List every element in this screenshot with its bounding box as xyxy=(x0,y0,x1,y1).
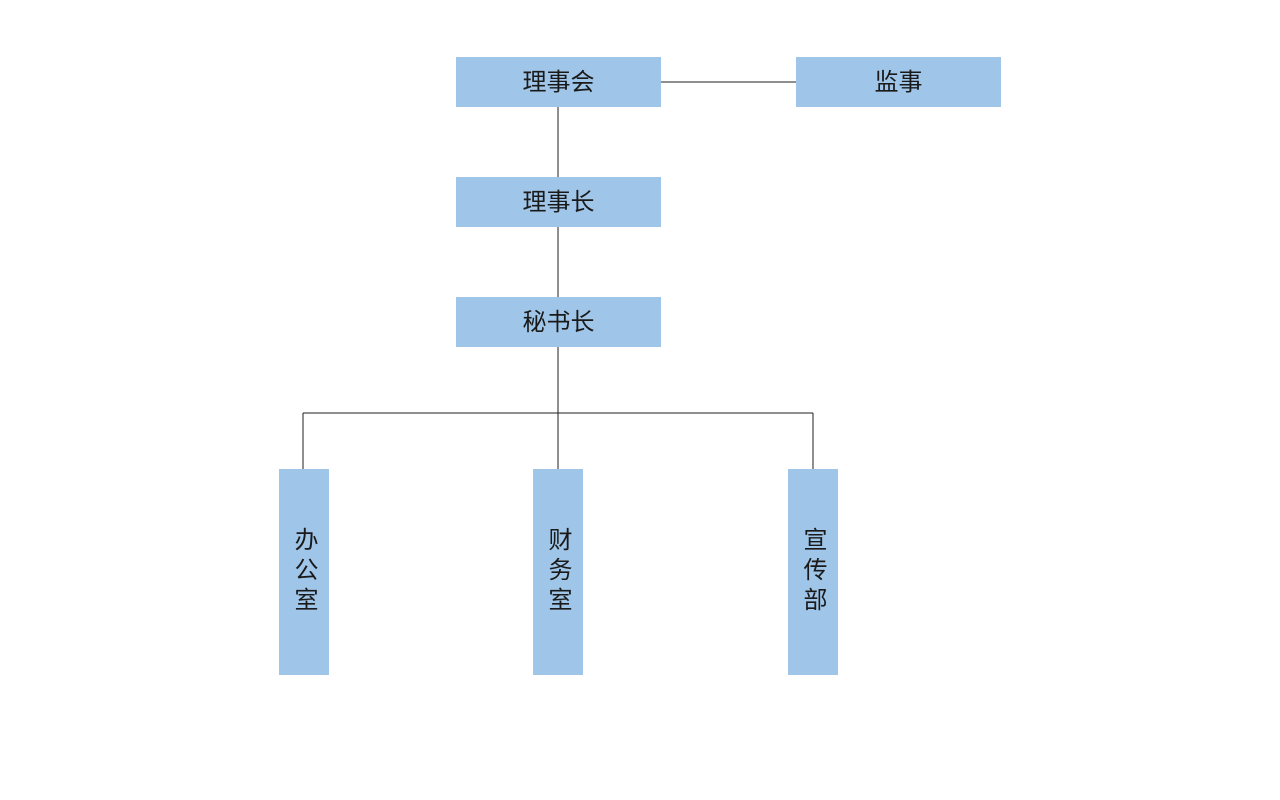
node-office-label: 办公室 xyxy=(290,527,318,617)
node-publicity: 宣传部 xyxy=(788,469,838,675)
node-publicity-label: 宣传部 xyxy=(799,527,827,617)
node-board-label: 理事会 xyxy=(522,68,595,96)
node-chairman: 理事长 xyxy=(456,177,661,227)
node-secretary-general-label: 秘书长 xyxy=(522,308,595,336)
node-finance-label: 财务室 xyxy=(544,527,572,617)
node-supervisor: 监事 xyxy=(796,57,1001,107)
node-chairman-label: 理事长 xyxy=(522,188,595,216)
node-supervisor-label: 监事 xyxy=(874,68,923,96)
node-finance: 财务室 xyxy=(533,469,583,675)
node-office: 办公室 xyxy=(279,469,329,675)
node-board: 理事会 xyxy=(456,57,661,107)
node-secretary-general: 秘书长 xyxy=(456,297,661,347)
